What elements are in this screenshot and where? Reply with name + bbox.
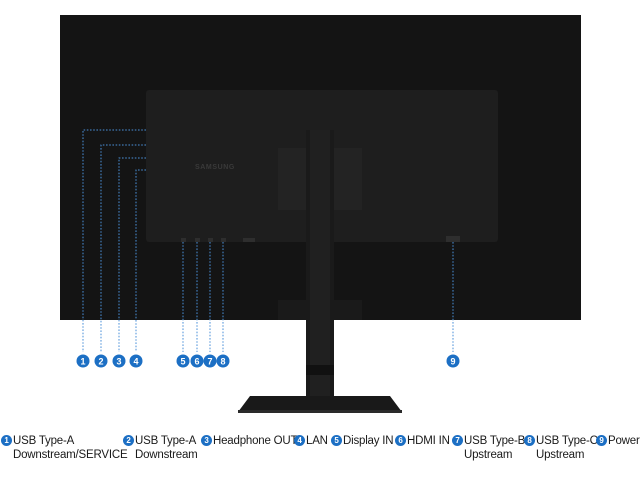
- legend-label: Power: [608, 435, 640, 447]
- legend-label: USB Type-B: [464, 435, 526, 447]
- legend-label: USB Type-A: [13, 435, 75, 447]
- legend-badge: 7: [452, 435, 463, 446]
- legend-badge: 3: [201, 435, 212, 446]
- legend-badge: 4: [294, 435, 305, 446]
- badge-port-9: 9: [446, 354, 460, 368]
- legend-label: Headphone OUT: [213, 435, 298, 447]
- badge-port-6: 6: [190, 354, 204, 368]
- legend-label: LAN: [306, 435, 328, 447]
- svg-text:8: 8: [220, 357, 225, 367]
- port-badges: 1 2 3 4 5 6 7: [76, 354, 460, 368]
- stand-neck-clip: [306, 365, 334, 375]
- monitor-back-illustration: SAMSUNG: [60, 15, 581, 413]
- svg-text:1: 1: [80, 357, 85, 367]
- leader-lines-bottom: [182, 242, 454, 352]
- badge-port-8: 8: [216, 354, 230, 368]
- svg-text:6: 6: [194, 357, 199, 367]
- brand-logo: SAMSUNG: [195, 164, 235, 171]
- legend-label-line2: Downstream: [135, 449, 198, 461]
- legend-badge: 1: [1, 435, 12, 446]
- legend-label-line2: Downstream/SERVICE: [13, 449, 128, 461]
- legend-label-line2: Upstream: [464, 449, 513, 461]
- legend-label: USB Type-A: [135, 435, 197, 447]
- svg-text:5: 5: [180, 357, 185, 367]
- stand-neck-highlight: [310, 130, 330, 400]
- stand-foot: [238, 396, 402, 412]
- legend-label-line2: Upstream: [536, 449, 585, 461]
- badge-port-2: 2: [94, 354, 108, 368]
- legend-label: Display IN: [343, 435, 394, 447]
- legend-badge: 6: [395, 435, 406, 446]
- badge-port-1: 1: [76, 354, 90, 368]
- legend-label: USB Type-C: [536, 435, 598, 447]
- legend-badge: 8: [524, 435, 535, 446]
- svg-text:4: 4: [133, 357, 138, 367]
- port-connectors: [181, 236, 460, 242]
- legend-label: HDMI IN: [407, 435, 450, 447]
- leader-lines-side: [82, 129, 146, 352]
- badge-port-4: 4: [129, 354, 143, 368]
- legend-badge: 2: [123, 435, 134, 446]
- badge-port-5: 5: [176, 354, 190, 368]
- legend-badge: 9: [596, 435, 607, 446]
- svg-text:9: 9: [450, 357, 455, 367]
- badge-port-7: 7: [203, 354, 217, 368]
- svg-text:3: 3: [116, 357, 121, 367]
- legend-badge: 5: [331, 435, 342, 446]
- stand-foot-edge: [238, 410, 402, 413]
- svg-text:2: 2: [98, 357, 103, 367]
- badge-port-3: 3: [112, 354, 126, 368]
- svg-text:7: 7: [207, 357, 212, 367]
